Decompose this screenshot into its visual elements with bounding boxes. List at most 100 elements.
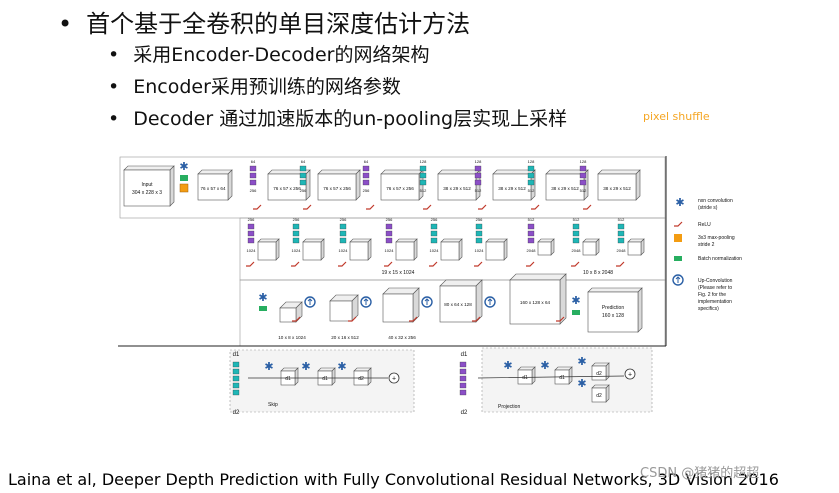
block-top [509,273,567,281]
stack-cell [579,179,587,186]
channel-top-label: 64 [364,159,369,164]
encoder-block-label: 38 x 29 x 512 [498,186,526,191]
upconv-arrow [363,298,369,305]
stack-cell [459,361,467,368]
relu-icon [531,204,540,210]
block-side [475,279,483,323]
relu-icon [474,261,483,267]
channel-top-label: 256 [476,217,483,222]
filter-stack [430,223,438,244]
stack-cell [617,223,625,230]
stack-cell [299,165,307,172]
block-top [302,238,325,243]
relu-icon [478,204,487,210]
channel-mid-label: 256 [250,188,257,193]
relu-icon [338,261,347,267]
stack-cell [419,165,427,172]
block-face [582,241,597,256]
conv-icon: ✱ [301,361,310,373]
block-side [559,273,567,325]
encoder-block-label: 76 x 57 x 256 [323,186,351,191]
stack-cell [385,223,393,230]
stack-cell [527,165,535,172]
upconv-arrow [424,298,430,305]
filter-stack [419,165,427,186]
block-top [587,287,643,293]
block-side [294,367,299,386]
skip-block-label: d1 [322,376,328,382]
stack-cell [572,237,580,244]
skip-d1-label: d1 [233,352,240,358]
stack-cell [232,375,240,382]
channel-mid-label: 1024 [430,248,440,253]
channel-mid-label: 256 [363,188,370,193]
stack-cell [579,172,587,179]
decoder-block-label: 20 x 16 x 512 [331,335,359,340]
stack-cell [459,382,467,389]
batchnorm-icon [259,306,267,311]
block-side [605,384,610,403]
channel-mid-label: 256 [300,188,307,193]
channel-top-label: 64 [251,159,256,164]
resblock-cube [440,238,463,261]
relu-icon [292,316,301,322]
block-face [317,173,357,201]
filter-stack [572,223,580,244]
resblock-cube [485,238,508,261]
decoder-block-label: 160 x 128 x 64 [520,300,551,305]
row2-label-b: 10 x 8 x 2048 [583,270,613,276]
channel-mid-label: 512 [420,188,427,193]
filter-stack [579,165,587,186]
resblock-cube [627,238,645,256]
resblock-cube [395,238,418,261]
conv-icon: ✱ [577,378,586,390]
stack-cell [232,382,240,389]
batchnorm-icon [674,256,682,261]
projection-block [517,366,536,385]
relu-icon [348,316,357,322]
skip-panel [229,349,415,413]
decoder-block [509,273,567,325]
conv-icon: ✱ [258,292,267,304]
stack-cell [430,223,438,230]
stack-cell [419,172,427,179]
stack-cell [232,368,240,375]
stack-cell [299,172,307,179]
encoder-block [545,169,589,201]
block-face [597,173,637,201]
legend-text: 3x3 max-pooling [698,235,735,241]
filter-stack [292,223,300,244]
block-side [635,169,641,201]
block-face [537,241,552,256]
block-face [123,169,171,207]
stack-cell [249,165,257,172]
block-face [395,241,415,261]
block-top [395,238,418,243]
decoder-block-label: 40 x 32 x 256 [388,335,416,340]
bullet-dot: • [108,108,120,130]
legend-text: (Please refer to [698,285,732,291]
block-face [492,173,532,201]
resblock-row: 2561024256102425610242561024256102425610… [239,217,666,281]
block-face [587,291,639,333]
stack-cell [339,237,347,244]
filter-stack [527,223,535,244]
encoder-block [267,169,311,201]
bullet-sub-3: •Decoder 通过加速版本的un-pooling层实现上采样 [108,104,567,131]
batchnorm-icon [572,310,580,315]
bullet-sub-2: •Encoder采用预训练的网络参数 [108,72,401,99]
block-top [197,169,233,175]
input-label-2: 304 x 228 x 3 [132,190,162,196]
block-top [440,238,463,243]
filter-stack [474,165,482,186]
block-top [485,238,508,243]
block-side [637,287,643,333]
stack-cell [232,361,240,368]
decoder-block [329,294,359,322]
stack-cell [385,230,393,237]
maxpool-icon [179,183,189,193]
filter-stack [299,165,307,186]
block-top [123,165,175,171]
block-top [257,238,280,243]
